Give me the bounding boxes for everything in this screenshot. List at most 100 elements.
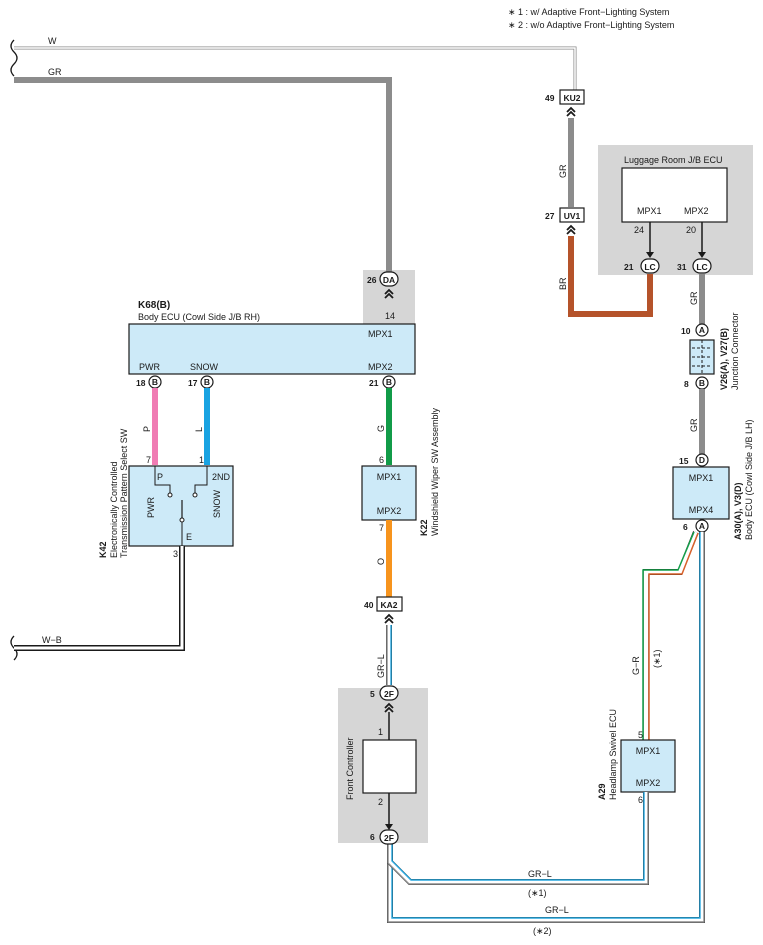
note-2: ∗ 2 : w/o Adaptive Front−Lighting System [508,20,674,30]
label-o: O [376,558,386,565]
jcA-code: A [699,325,705,335]
jc-code: V26(A), V27(B) [719,328,729,390]
wire-grl-1 [387,792,649,885]
k22-code: K22 [419,519,429,536]
ka2-pin: 40 [364,600,374,610]
k42-snow: SNOW [212,489,222,518]
ku2-pin: 49 [545,93,555,103]
k42-name1: Electronically Controlled [109,461,119,558]
label-grl-ka2: GR−L [376,654,386,678]
svg-text:B: B [386,377,392,387]
k22-pin6: 6 [379,455,384,465]
a29-pin6: 6 [638,795,643,805]
a29-mpx1: MPX1 [636,746,661,756]
ka2-connector [376,596,403,612]
svg-text:B: B [204,377,210,387]
a30D-connector [695,453,709,467]
a30-mpx1: MPX1 [689,473,714,483]
k68-name: Body ECU (Cowl Side J/B RH) [138,312,260,322]
ku2-chevron [566,107,576,117]
a30A-pin: 6 [683,522,688,532]
f2b-pin: 6 [370,832,375,842]
a29-pin5: 5 [638,730,643,740]
a30-mpx4: MPX4 [689,505,714,515]
k68-pin14: 14 [385,311,395,321]
a30D-pin: 15 [679,456,689,466]
k22-name: Windshield Wiper SW Assembly [430,407,440,536]
f2a-pin: 5 [370,689,375,699]
jcB-code: B [699,378,705,388]
k68-code: K68(B) [138,300,170,311]
label-gr-ku2: GR [558,164,568,178]
windshield-wiper-switch [361,465,417,521]
luggage-title: Luggage Room J/B ECU [624,155,723,165]
k22-pin7: 7 [379,523,384,533]
label-gr-r-note: (∗1) [652,649,662,668]
lc2-pin: 31 [677,262,687,272]
k68-snow: SNOW [190,362,219,372]
ku2-code: KU2 [563,93,580,103]
lc1-code: LC [644,262,655,272]
label-w: W [48,36,57,46]
jc-name: Junction Connector [730,312,740,390]
label-p: P [142,426,152,432]
ka2-code: KA2 [380,600,397,610]
lc2-code: LC [696,262,707,272]
label-grl-1-note: (∗1) [528,888,547,898]
front-name: Front Controller [345,737,355,800]
wire-gr-top [14,77,392,278]
label-grl-1: GR−L [528,869,552,879]
uv1-code: UV1 [564,211,581,221]
a29-code: A29 [597,783,607,800]
luggage-mpx2: MPX2 [684,206,709,216]
da-pin: 26 [367,275,377,285]
wire-gr-r [643,530,699,740]
label-grl-2-note: (∗2) [533,926,552,936]
lc2-connector [692,258,712,274]
k68-pin17: 17 [188,378,198,388]
front-pin1: 1 [378,727,383,737]
label-wb: W−B [42,635,62,645]
uv1-connector [559,207,585,223]
jcB-pin: 8 [684,379,689,389]
a30A-code: A [699,521,705,531]
body-ecu-lh [672,466,730,520]
wire-wb [14,546,185,651]
ku2-connector [559,89,585,105]
k42-e: E [186,532,192,542]
f2b-connector [379,829,399,845]
f2b-code: 2F [384,833,394,843]
jcA-pin: 10 [681,326,691,336]
a30D-code: D [699,455,705,465]
jcA-connector [695,323,709,337]
label-gr-lc: GR [689,291,699,305]
label-gr-jc: GR [689,418,699,432]
wire-grl-2 [387,532,705,923]
luggage-ecu [621,167,728,223]
wire-w [14,46,577,90]
front-controller [362,739,417,794]
k42-pwr: PWR [146,497,156,518]
k42-p: P [157,472,163,482]
k68-mpx1: MPX1 [368,329,393,339]
a29-name: Headlamp Swivel ECU [608,709,618,800]
k68-mpx2: MPX2 [368,362,393,372]
k68-pin21: 21 [369,378,379,388]
break-top [10,39,18,77]
k42-pin3: 3 [173,549,178,559]
k22-mpx1: MPX1 [377,472,402,482]
label-g: G [376,425,386,432]
k42-pin7: 7 [146,455,151,465]
wire-br [568,236,653,317]
k42-name2: Transmission Pattern Select SW [119,428,129,558]
label-gr-top: GR [48,67,62,77]
uv1-pin: 27 [545,211,555,221]
note-1: ∗ 1 : w/ Adaptive Front−Lighting System [508,7,669,17]
f2a-connector [379,685,399,701]
luggage-mpx1: MPX1 [637,206,662,216]
luggage-pin20: 20 [686,225,696,235]
a29-mpx2: MPX2 [636,778,661,788]
da-code: DA [383,275,395,285]
a30-code: A30(A), V3(D) [733,482,743,540]
